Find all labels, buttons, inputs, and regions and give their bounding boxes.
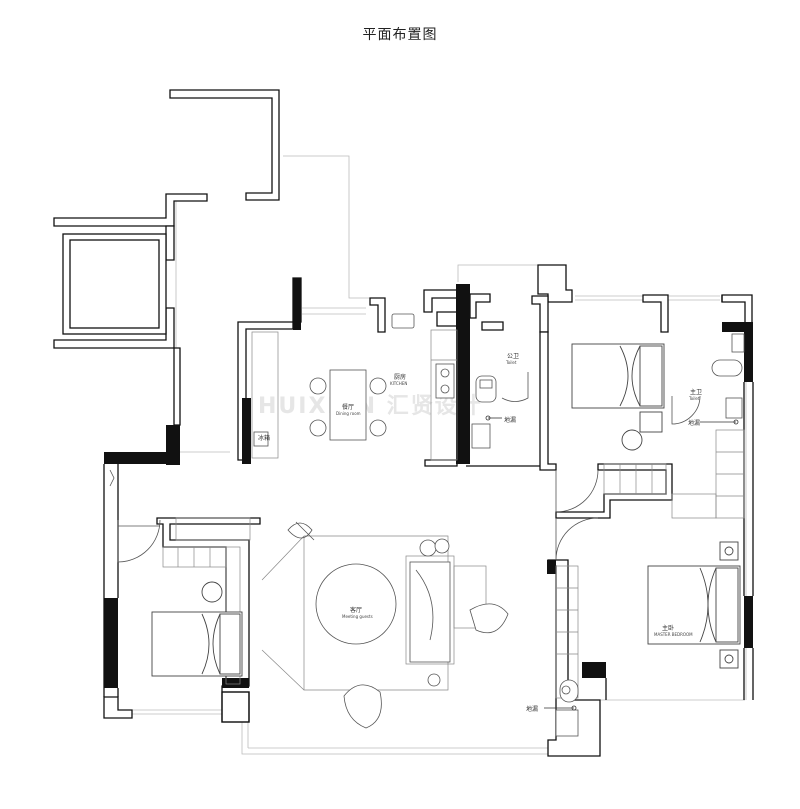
kitchen-fixtures <box>253 313 455 447</box>
dining-label-en: Dining room <box>336 411 361 416</box>
floor-drain-label-2: 地漏 <box>688 419 700 427</box>
fridge-label: 冰箱 <box>258 434 270 442</box>
beds <box>151 343 741 677</box>
floor-drain-label-3: 地漏 <box>526 705 538 713</box>
master-label-en: MASTER BEDROOM <box>654 632 693 637</box>
room-labels: 厨房 KITCHEN 餐厅 Dining room 公卫 Toilet 主卫 T… <box>258 353 702 713</box>
door-swings <box>109 372 701 563</box>
toilet1-label-en: Toilet <box>505 360 517 365</box>
cabinets <box>162 329 745 699</box>
kitchen-label-en: KITCHEN <box>390 381 407 386</box>
living-label-cn: 客厅 <box>350 606 362 614</box>
toilet2-label-cn: 主卫 <box>690 388 702 396</box>
walls-solid <box>104 278 753 688</box>
drain-markers <box>485 415 739 711</box>
kitchen-label-cn: 厨房 <box>394 373 406 381</box>
toilet2-label-en: Toilet <box>688 396 700 401</box>
toilet1-label-cn: 公卫 <box>507 353 519 360</box>
living-furniture <box>287 521 509 729</box>
dining-table <box>309 369 387 441</box>
living-label-en: Meeting guests <box>342 614 373 619</box>
plan-title: 平面布置图 <box>362 27 438 43</box>
bath-fixtures <box>471 333 745 737</box>
dining-label-cn: 餐厅 <box>342 403 354 411</box>
floor-drain-label-1: 地漏 <box>504 416 516 424</box>
master-label-cn: 主卧 <box>662 624 674 632</box>
